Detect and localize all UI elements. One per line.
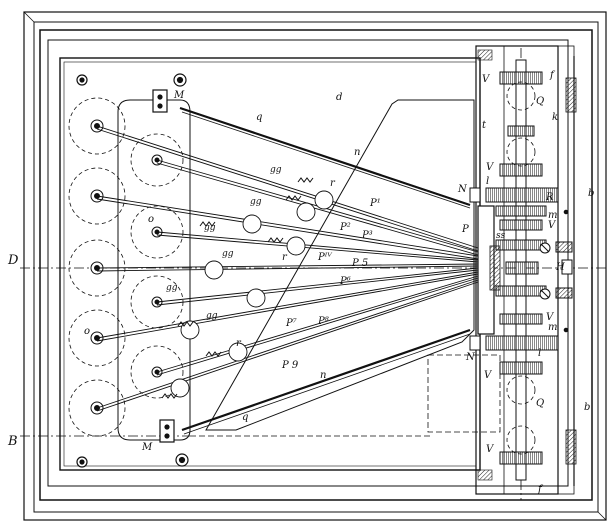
label-gg-1: gg — [270, 165, 282, 175]
gear-circles — [506, 81, 536, 455]
label-P2: P² — [339, 222, 351, 233]
label-o-2: o — [84, 326, 90, 337]
label-l-bottom: l — [538, 348, 541, 359]
label-N-bottom: N — [465, 352, 476, 363]
rods-q — [179, 106, 471, 435]
label-Q-bottom: Q — [536, 398, 544, 409]
label-r-2: r — [282, 252, 288, 263]
label-q-bottom: q — [242, 412, 248, 423]
label-M-bottom: M — [141, 442, 153, 453]
label-f-top: f — [549, 70, 556, 81]
label-m-top: m — [548, 210, 557, 221]
label-t: t — [482, 120, 487, 131]
label-P9: P 9 — [281, 360, 299, 371]
label-gg-6: gg — [206, 311, 218, 321]
label-gg-2: gg — [250, 197, 262, 207]
wire-guides — [170, 190, 334, 398]
label-V-2: V — [486, 162, 495, 173]
label-o-1: o — [148, 214, 154, 225]
label-V-5: V — [484, 370, 493, 381]
label-P8: P⁸ — [317, 316, 329, 327]
label-d: d — [336, 92, 342, 103]
label-V-6: V — [486, 444, 495, 455]
label-gg-4: gg — [222, 249, 234, 259]
label-M-top: M — [173, 90, 185, 101]
label-n-top: n — [354, 147, 360, 158]
label-P4: Pᴵⱽ — [317, 252, 333, 263]
label-l-top: l — [486, 176, 489, 187]
side-pinions — [539, 209, 573, 333]
label-V-4: V — [546, 312, 555, 323]
label-q-top: q — [256, 112, 262, 123]
label-H: H — [555, 262, 565, 273]
label-R: R — [545, 192, 554, 203]
label-Q-top: Q — [536, 96, 544, 107]
label-P: P — [461, 224, 469, 235]
label-V-1: V — [482, 74, 491, 85]
label-b-bottom: b — [584, 402, 590, 413]
label-B: B — [7, 434, 18, 449]
dashed-outline — [190, 354, 501, 437]
label-ss: ss — [496, 231, 506, 241]
label-V-3: V — [548, 220, 557, 231]
label-k: k — [552, 112, 558, 123]
springs — [161, 177, 314, 399]
label-gg-3: gg — [204, 223, 216, 233]
gears — [485, 71, 559, 465]
label-r-3: r — [236, 338, 242, 349]
label-N-top: N — [457, 184, 468, 195]
label-r-1: r — [330, 178, 336, 189]
label-P6: P⁶ — [339, 276, 351, 287]
label-P5: P 5 — [351, 258, 368, 269]
label-gg-5: gg — [166, 283, 178, 293]
label-n-bottom: n — [320, 370, 326, 381]
label-D: D — [7, 253, 19, 268]
label-P1: P¹ — [369, 198, 381, 209]
label-f-bottom: f — [537, 484, 544, 495]
label-m-bottom: m — [548, 322, 557, 333]
slanted-plate — [205, 99, 475, 431]
label-b-top: b — [588, 188, 594, 199]
bracket-M — [152, 89, 175, 443]
plate-screws — [76, 73, 189, 468]
collector-block — [469, 187, 501, 351]
label-P3: P³ — [361, 230, 373, 241]
label-P7: P⁷ — [285, 318, 297, 329]
